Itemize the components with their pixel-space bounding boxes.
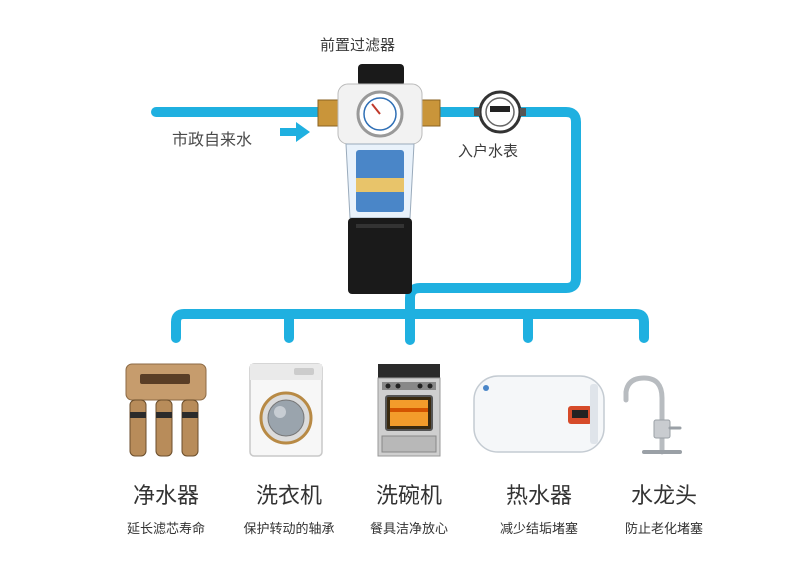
appliance-name-purifier: 净水器 bbox=[132, 484, 199, 509]
water-heater-icon bbox=[473, 375, 605, 453]
washing-machine-icon bbox=[249, 363, 323, 457]
appliance-desc-dishwasher: 餐具洁净放心 bbox=[369, 522, 448, 537]
filter-label: 前置过滤器 bbox=[320, 36, 396, 54]
distribution-pipe bbox=[171, 309, 649, 343]
pre-filter-icon bbox=[317, 64, 441, 294]
appliance-name-faucet: 水龙头 bbox=[630, 484, 697, 509]
appliance-name-heater: 热水器 bbox=[505, 484, 572, 509]
appliance-desc-heater: 减少结垢堵塞 bbox=[499, 522, 578, 537]
appliance-desc-purifier: 延长滤芯寿命 bbox=[126, 522, 205, 537]
faucet-icon bbox=[623, 375, 682, 455]
dishwasher-icon bbox=[377, 364, 441, 457]
appliance-name-washer: 洗衣机 bbox=[255, 484, 322, 509]
water-meter-icon bbox=[474, 90, 526, 134]
flow-arrow-icon bbox=[280, 122, 310, 142]
water-purifier-icon bbox=[125, 363, 207, 457]
appliance-desc-faucet: 防止老化堵塞 bbox=[624, 522, 703, 537]
outlet-pipe bbox=[405, 107, 581, 345]
pipe-network bbox=[151, 107, 649, 345]
appliance-name-dishwasher: 洗碗机 bbox=[375, 484, 442, 509]
meter-label: 入户水表 bbox=[458, 142, 519, 160]
supply-label: 市政自来水 bbox=[172, 130, 253, 149]
appliance-desc-washer: 保护转动的轴承 bbox=[243, 522, 335, 537]
